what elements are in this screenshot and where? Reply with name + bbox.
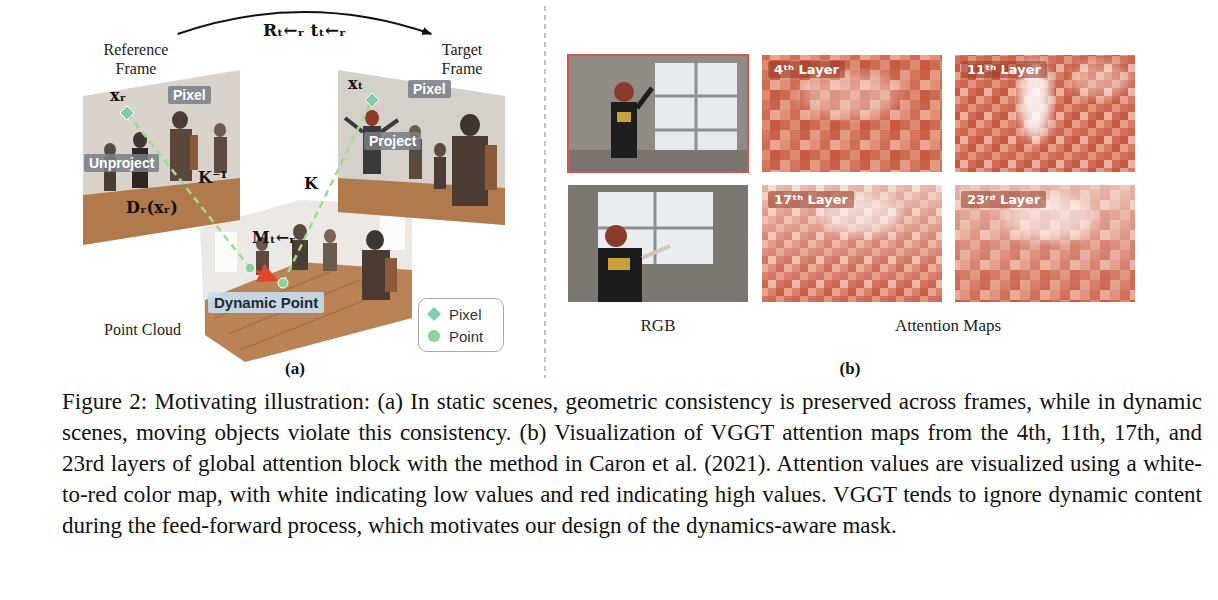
target-frame-picture (338, 70, 505, 225)
attention-map: 4ᵗʰ Layer (762, 55, 942, 172)
math-symbol: xₜ (348, 74, 363, 93)
legend-text: Pixel (449, 306, 482, 323)
tag-label: Dynamic Point (208, 292, 324, 313)
legend-row: Point (427, 325, 503, 347)
math-symbol: Mₜ←ᵣ (252, 228, 296, 247)
frame-heading: Target Frame (432, 40, 492, 78)
rgb-images (568, 55, 748, 302)
point-cloud-picture (200, 200, 412, 362)
projection-lines (120, 93, 379, 288)
panel-letter: (a) (285, 359, 305, 379)
frame-heading: Reference Frame (100, 40, 172, 78)
tag-label: Unproject (84, 154, 159, 172)
legend-row: Pixel (427, 303, 503, 325)
legend-box: PixelPoint (418, 298, 504, 352)
diamond-swatch (427, 307, 441, 321)
legend-text: Point (449, 328, 483, 345)
image-caption: Attention Maps (895, 316, 1001, 336)
tag-label: Project (364, 132, 421, 150)
panel-divider (544, 6, 545, 378)
layer-tag: 17ᵗʰ Layer (768, 191, 854, 208)
attention-map: 23ʳᵈ Layer (955, 185, 1135, 302)
layer-tag: 4ᵗʰ Layer (768, 61, 845, 78)
attention-map: 11ᵗʰ Layer (955, 55, 1135, 172)
cloud-heading: Point Cloud (104, 320, 181, 339)
panel-letter: (b) (840, 359, 861, 379)
layer-tag: 23ʳᵈ Layer (961, 191, 1046, 208)
reference-frame-picture (83, 70, 240, 245)
image-frame: Target Frame (335, 34, 510, 226)
tag-label: Pixel (168, 86, 211, 104)
math-symbol: xᵣ (110, 86, 126, 105)
image-frame: Point Cloud (100, 196, 415, 364)
math-symbol: Dᵣ(xᵣ) (126, 198, 178, 217)
tag-label: Pixel (408, 80, 451, 98)
layer-tag: 11ᵗʰ Layer (961, 61, 1047, 78)
attention-maps (762, 55, 1135, 302)
circle-swatch (427, 329, 441, 343)
attention-map: 17ᵗʰ Layer (762, 185, 942, 302)
image-caption: RGB (641, 316, 676, 336)
math-symbol: K⁻¹ (198, 168, 227, 187)
figure-caption: Figure 2: Motivating illustration: (a) I… (62, 386, 1202, 541)
edge-label: Rₜ←ᵣ tₜ←ᵣ (261, 20, 348, 40)
math-symbol: K (304, 174, 318, 193)
